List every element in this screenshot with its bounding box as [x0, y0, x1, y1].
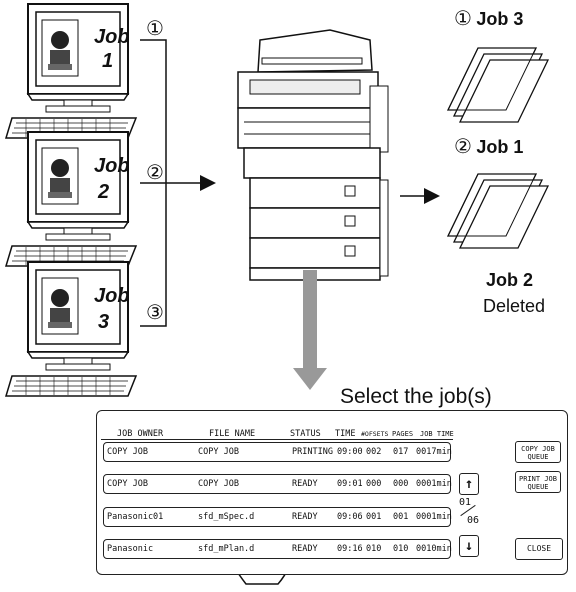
order-number: ③	[146, 302, 164, 324]
output-job: Job 3	[476, 9, 524, 29]
job-number: 2	[98, 181, 110, 203]
page-up-button[interactable]: ↑	[459, 473, 479, 495]
select-instruction: Select the job(s)	[340, 385, 492, 408]
col-header-sets: #OFSETS	[361, 430, 389, 438]
cell-owner: Panasonic01	[107, 512, 164, 522]
computer-icon	[5, 131, 137, 267]
paper-stack-icon	[447, 173, 549, 249]
copy-job-queue-button[interactable]: COPY JOB QUEUE	[515, 441, 561, 463]
arrow-icon	[293, 368, 327, 390]
table-row[interactable]: COPY JOB COPY JOB READY 09:01 000 000 00…	[103, 474, 452, 494]
output-2-label: ② Job 1	[454, 134, 523, 159]
col-header-pages: PAGES	[392, 430, 414, 438]
close-button[interactable]: CLOSE	[515, 538, 563, 560]
table-row[interactable]: Panasonic01 sfd_mSpec.d READY 09:06 001 …	[103, 507, 452, 527]
cell-file: sfd_mPlan.d	[198, 544, 255, 554]
cell-owner: Panasonic	[107, 544, 154, 554]
paper-stack-icon	[447, 47, 549, 123]
cell-pages: 017	[393, 447, 409, 457]
arrow-icon	[200, 175, 216, 191]
cell-file: COPY JOB	[198, 447, 239, 457]
cell-time: 09:06	[337, 512, 363, 522]
order-number: ①	[146, 18, 164, 40]
col-header-jobtime: JOB TIME	[420, 430, 454, 438]
cell-jobtime: 0001min	[416, 479, 452, 489]
cell-pages: 010	[393, 544, 409, 554]
job-number: 3	[98, 311, 110, 333]
page-total: 06	[467, 515, 480, 526]
cell-time: 09:01	[337, 479, 363, 489]
cell-time: 09:00	[337, 447, 363, 457]
job-label: Job	[94, 26, 130, 48]
col-header-owner: JOB OWNER	[117, 429, 164, 439]
output-1-label: ① Job 3	[454, 6, 523, 31]
cell-jobtime: 0010min	[416, 544, 452, 554]
cell-sets: 000	[366, 479, 382, 489]
table-row[interactable]: Panasonic sfd_mPlan.d READY 09:16 010 01…	[103, 539, 452, 559]
job-number: 1	[102, 50, 114, 72]
computer-icon	[5, 261, 137, 397]
button-label: PRINT JOB	[519, 475, 557, 483]
output-job: Job 1	[476, 137, 524, 157]
arrow-icon	[424, 188, 440, 204]
col-header-file: FILE NAME	[209, 429, 256, 439]
cell-pages: 000	[393, 479, 409, 489]
order-number: ②	[146, 162, 164, 184]
cell-jobtime: 0001min	[416, 512, 452, 522]
page-down-button[interactable]: ↓	[459, 535, 479, 557]
deleted-label: Deleted	[483, 296, 546, 316]
cell-status: PRINTING	[292, 447, 333, 457]
deleted-job: Job 2	[486, 270, 534, 290]
cell-status: READY	[292, 544, 318, 554]
button-label: QUEUE	[527, 453, 549, 461]
cell-file: COPY JOB	[198, 479, 239, 489]
cell-pages: 001	[393, 512, 409, 522]
cell-status: READY	[292, 512, 318, 522]
col-header-time: TIME	[335, 429, 356, 439]
computer-icon	[5, 3, 137, 139]
table-row[interactable]: COPY JOB COPY JOB PRINTING 09:00 002 017…	[103, 442, 452, 462]
col-header-status: STATUS	[290, 429, 321, 439]
job-queue-panel: JOB OWNER FILE NAME STATUS TIME #OFSETS …	[96, 410, 568, 575]
cell-owner: COPY JOB	[107, 447, 148, 457]
copier-icon	[237, 29, 389, 281]
job-label: Job	[94, 285, 130, 307]
cell-sets: 010	[366, 544, 382, 554]
button-label: QUEUE	[527, 483, 549, 491]
output-order: ②	[454, 136, 472, 158]
connector-line	[140, 39, 200, 327]
output-order: ①	[454, 8, 472, 30]
button-label: COPY JOB	[521, 445, 555, 453]
down-arrow-shaft	[303, 270, 317, 368]
cell-file: sfd_mSpec.d	[198, 512, 255, 522]
cell-owner: COPY JOB	[107, 479, 148, 489]
cell-status: READY	[292, 479, 318, 489]
page-current: 01	[459, 497, 472, 508]
job-label: Job	[94, 155, 130, 177]
cell-sets: 001	[366, 512, 382, 522]
cell-sets: 002	[366, 447, 382, 457]
cell-time: 09:16	[337, 544, 363, 554]
header-divider	[101, 439, 453, 440]
print-job-queue-button[interactable]: PRINT JOB QUEUE	[515, 471, 561, 493]
cell-jobtime: 0017min	[416, 447, 452, 457]
